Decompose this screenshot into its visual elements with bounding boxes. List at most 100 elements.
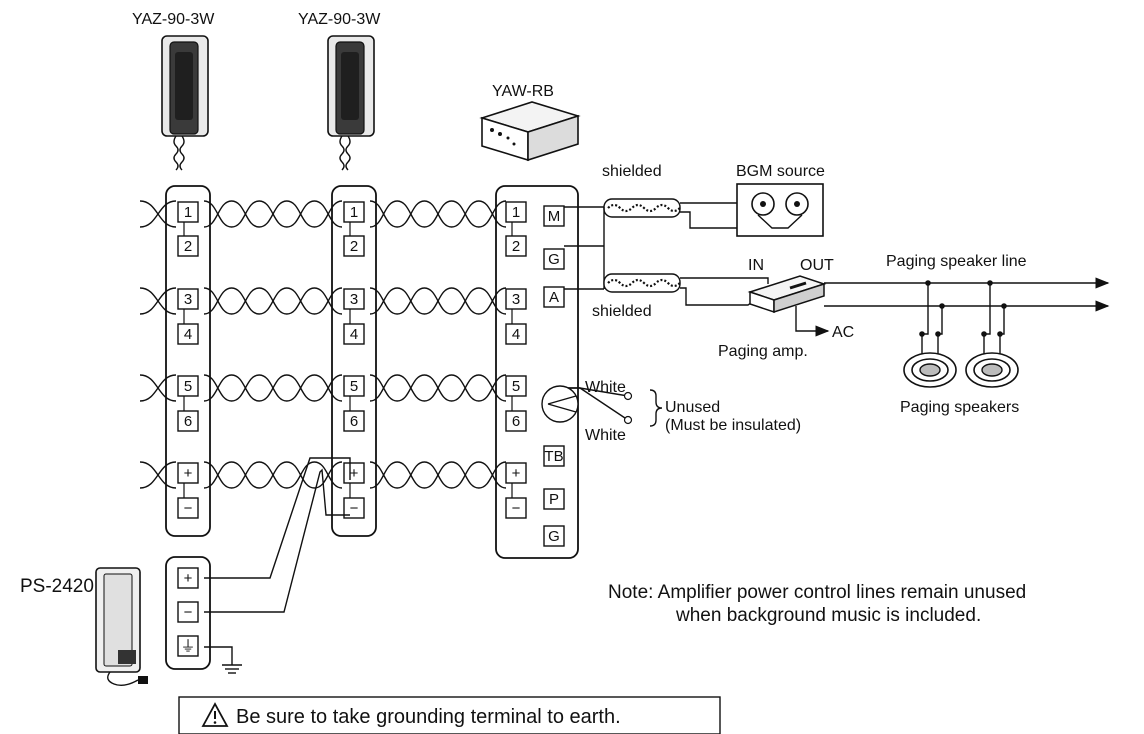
station2-terminal: 5 [343, 375, 365, 397]
relay-left-terminal-label: 6 [512, 413, 520, 430]
paging-amp-device [747, 275, 827, 314]
station1-terminal-label: − [184, 500, 193, 517]
twisted-wire [369, 461, 507, 489]
relay-left-terminal: 1 [505, 201, 527, 223]
power-terminal-label: + [184, 570, 193, 587]
power-terminal-label: − [184, 604, 193, 621]
relay-right-terminal: P [543, 488, 565, 510]
station1-terminal-label: 2 [184, 238, 192, 255]
station2-terminal: 6 [343, 410, 365, 432]
relay-left-terminal: 3 [505, 288, 527, 310]
station1-terminal: 6 [177, 410, 199, 432]
relay-right-terminal: M [543, 205, 565, 227]
station1-terminal: 5 [177, 375, 199, 397]
station2-terminal-label: − [350, 500, 359, 517]
power-terminal: + [177, 567, 199, 589]
power-terminal-label: ⏚ [180, 638, 195, 655]
paging-speakers-label: Paging speakers [900, 399, 1019, 416]
twisted-wire [203, 461, 343, 489]
twisted-wire [203, 287, 343, 315]
station2-terminal-label: 4 [350, 326, 358, 343]
station1-handset [161, 35, 209, 171]
station2-terminal: 1 [343, 201, 365, 223]
paging-speaker-1 [903, 352, 957, 388]
paging-speaker-line-label: Paging speaker line [886, 253, 1027, 270]
twisted-wire [369, 200, 507, 228]
station1-terminal: + [177, 462, 199, 484]
relay-right-terminal-label: P [549, 491, 559, 508]
twisted-wire [203, 200, 343, 228]
station1-terminal: 2 [177, 235, 199, 257]
station2-label: YAZ-90-3W [298, 11, 381, 28]
twisted-wire [369, 374, 507, 402]
relay-right-terminal: TB [543, 445, 565, 467]
station1-terminal-label: 1 [184, 204, 192, 221]
station2-handset [327, 35, 375, 171]
relay-right-terminal-label: TB [544, 448, 563, 465]
paging-amp-label: Paging amp. [718, 343, 808, 360]
station1-terminal-label: 4 [184, 326, 192, 343]
relay-left-terminal: − [505, 497, 527, 519]
relay-box-illustration [479, 101, 581, 162]
power-terminal: ⏚ [177, 635, 199, 657]
ac-line [795, 306, 830, 337]
insulated-label: (Must be insulated) [665, 417, 801, 434]
station2-terminal: 2 [343, 235, 365, 257]
twisted-wire [369, 287, 507, 315]
relay-left-terminal-label: − [512, 500, 521, 517]
unused-lines [541, 385, 663, 427]
note-line-2: when background music is included. [675, 605, 981, 626]
paging-speaker-2 [965, 352, 1019, 388]
relay-left-terminal-label: + [512, 465, 521, 482]
station1-terminal-label: 3 [184, 291, 192, 308]
relay-left-terminal: 6 [505, 410, 527, 432]
power-supply-illustration [95, 567, 148, 687]
station1-terminal-label: + [184, 465, 193, 482]
station2-terminal-frame [331, 185, 377, 537]
bgm-source-device [736, 183, 824, 237]
station2-terminal-label: 2 [350, 238, 358, 255]
station1-label: YAZ-90-3W [132, 11, 215, 28]
shielded-top-label: shielded [602, 163, 662, 180]
twisted-wire [139, 374, 177, 402]
relay-right-terminal: G [543, 525, 565, 547]
amp-out-label: OUT [800, 257, 834, 274]
twisted-pair-lines [139, 200, 507, 489]
relay-right-terminal-label: G [548, 251, 560, 268]
relay-left-terminal-label: 2 [512, 238, 520, 255]
station1-terminal-frame [165, 185, 211, 537]
station2-terminal: + [343, 462, 365, 484]
relay-right-terminal: A [543, 286, 565, 308]
twisted-wire [139, 200, 177, 228]
twisted-wire [203, 374, 343, 402]
station1-terminal-label: 5 [184, 378, 192, 395]
relay-right-terminal-label: G [548, 528, 560, 545]
relay-left-terminal: 2 [505, 235, 527, 257]
warning-box: Be sure to take grounding terminal to ea… [178, 696, 721, 734]
shielded-cable-bottom [564, 246, 769, 306]
station2-terminal: − [343, 497, 365, 519]
relay-left-terminal: 4 [505, 323, 527, 345]
power-terminal: − [177, 601, 199, 623]
shielded-bottom-label: shielded [592, 303, 652, 320]
station2-terminal-label: + [350, 465, 359, 482]
relay-left-terminal-label: 5 [512, 378, 520, 395]
station2-terminal-label: 6 [350, 413, 358, 430]
relay-left-terminal-label: 1 [512, 204, 520, 221]
warning-text: Be sure to take grounding terminal to ea… [236, 706, 621, 728]
station1-terminal-label: 6 [184, 413, 192, 430]
relay-left-terminal-label: 4 [512, 326, 520, 343]
relay-terminal-frame [495, 185, 579, 559]
relay-left-terminal-label: 3 [512, 291, 520, 308]
power-minus-lead [204, 468, 350, 613]
power-plus-lead [204, 457, 351, 579]
white-top-label: White [585, 379, 626, 396]
relay-left-terminal: + [505, 462, 527, 484]
relay-right-terminal: G [543, 248, 565, 270]
speaker-taps [919, 280, 1007, 356]
white-bottom-label: White [585, 427, 626, 444]
warning-triangle-icon [201, 702, 229, 727]
relay-right-terminal-label: A [549, 289, 559, 306]
